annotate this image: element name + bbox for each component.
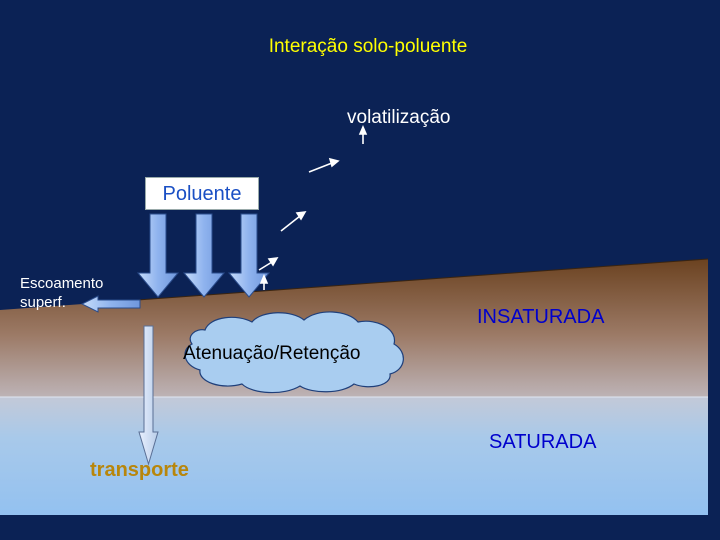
surface-runoff-line-2: superf. [20, 293, 103, 312]
attenuation-label: Atenuação/Retenção [183, 343, 360, 365]
volatilization-arrow-2 [259, 262, 272, 270]
saturated-zone-label: SATURADA [489, 431, 596, 454]
surface-runoff-label: Escoamento superf. [20, 274, 103, 312]
volatilization-arrows [259, 127, 366, 290]
volatilization-arrow-4 [309, 163, 332, 172]
infiltration-arrow-3 [229, 214, 269, 297]
volatilization-arrow-3 [281, 216, 300, 231]
pollutant-box: Poluente [145, 177, 259, 210]
volatilization-label: volatilização [347, 107, 451, 129]
unsaturated-zone-label: INSATURADA [477, 306, 604, 329]
volatilization-arrowhead-4 [330, 159, 338, 166]
surface-runoff-line-1: Escoamento [20, 274, 103, 293]
transport-label: transporte [90, 459, 189, 482]
infiltration-arrow-2 [184, 214, 224, 297]
slide-title: Interação solo-poluente [0, 36, 720, 58]
saturated-zone [0, 397, 708, 515]
infiltration-arrow-1 [138, 214, 178, 297]
